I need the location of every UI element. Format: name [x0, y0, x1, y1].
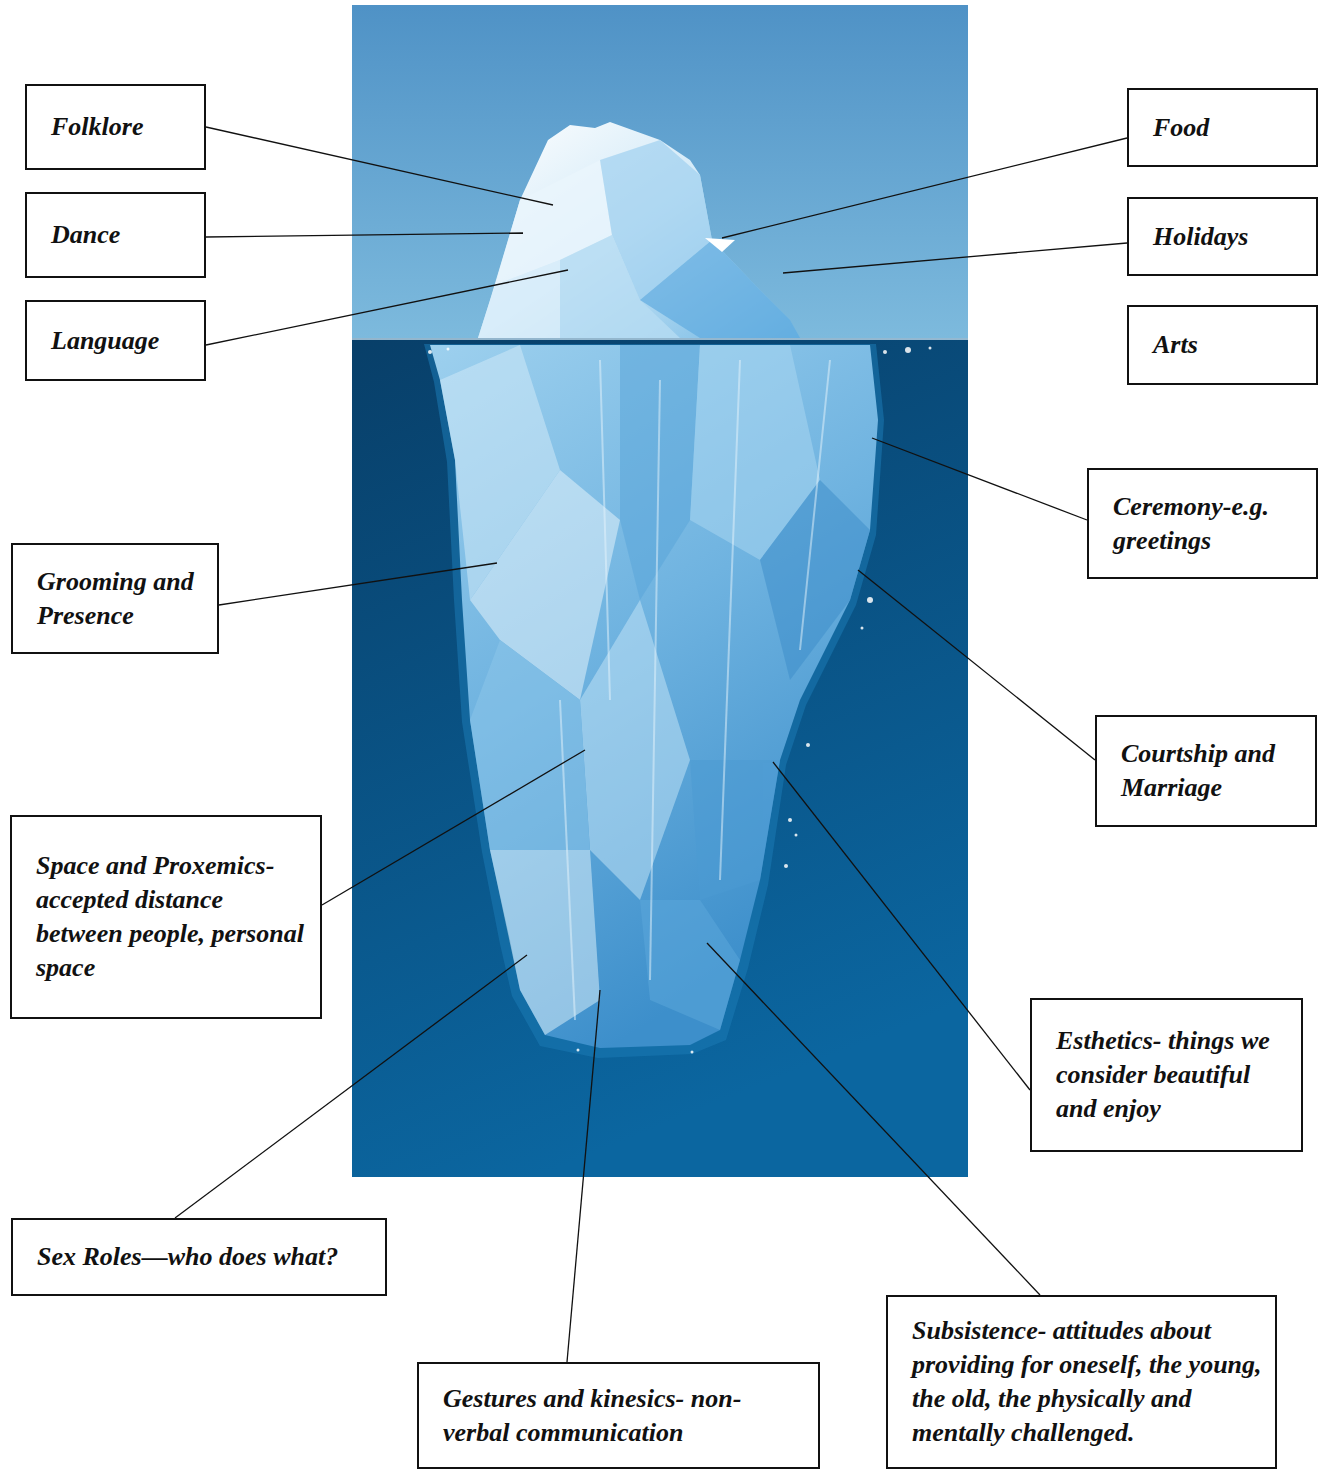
ice-facet	[478, 260, 560, 338]
label-box: Arts	[1127, 305, 1318, 385]
bubbles	[428, 347, 932, 1054]
bubble	[428, 350, 432, 354]
label-box: Esthetics- things we consider beautiful …	[1030, 998, 1303, 1152]
box-label: Gestures and kinesics- non-verbal commun…	[443, 1382, 806, 1450]
ice-facet	[470, 640, 590, 850]
bubble	[577, 1049, 580, 1052]
leader-line	[872, 438, 1087, 520]
box-label: Food	[1153, 111, 1304, 145]
label-box: Courtship and Marriage	[1095, 715, 1317, 827]
leader-line	[206, 127, 553, 205]
iceberg-glow	[424, 344, 884, 1058]
bubble	[806, 743, 810, 747]
tip-facets	[478, 140, 800, 338]
bubble	[788, 818, 792, 822]
ice-streaks	[560, 360, 830, 1020]
ice-facet	[640, 900, 740, 1030]
box-label: Arts	[1153, 328, 1304, 362]
label-box: Grooming and Presence	[11, 543, 219, 654]
box-label: Folklore	[51, 110, 192, 144]
box-label: Holidays	[1153, 220, 1304, 254]
leader-line	[219, 563, 497, 605]
box-label: Sex Roles—who does what?	[37, 1240, 373, 1274]
leader-line	[722, 138, 1127, 238]
label-box: Food	[1127, 88, 1318, 167]
leader-line	[206, 270, 568, 345]
bubble	[883, 350, 887, 354]
bubble	[447, 348, 450, 351]
bubble	[867, 597, 873, 603]
ice-facet	[490, 850, 600, 1035]
bubble	[795, 834, 798, 837]
ice-facet	[640, 240, 800, 338]
iceberg-underwater	[430, 345, 878, 1048]
iceberg-facets	[440, 345, 870, 1035]
bubble	[861, 627, 864, 630]
label-box: Folklore	[25, 84, 206, 170]
bubble	[691, 1051, 694, 1054]
label-box: Dance	[25, 192, 206, 278]
sea-panel	[352, 338, 968, 1177]
ice-facet	[705, 238, 735, 252]
ice-streak	[560, 700, 575, 1020]
label-box: Ceremony-e.g. greetings	[1087, 468, 1318, 579]
label-box: Subsistence- attitudes about providing f…	[886, 1295, 1277, 1469]
leader-line	[783, 243, 1127, 273]
leader-line	[567, 990, 600, 1362]
box-label: Subsistence- attitudes about providing f…	[912, 1314, 1263, 1449]
box-label: Ceremony-e.g. greetings	[1113, 490, 1304, 558]
bubble	[929, 347, 932, 350]
bubble	[784, 864, 788, 868]
box-label: Space and Proxemics- accepted distance b…	[36, 849, 308, 984]
leader-line	[858, 570, 1095, 760]
ice-streak	[800, 360, 830, 650]
box-label: Language	[51, 324, 192, 358]
box-label: Grooming and Presence	[37, 565, 205, 633]
leader-lines	[175, 127, 1127, 1362]
box-label: Dance	[51, 218, 192, 252]
label-box: Holidays	[1127, 197, 1318, 276]
label-box: Gestures and kinesics- non-verbal commun…	[417, 1362, 820, 1469]
label-box: Language	[25, 300, 206, 381]
label-box: Space and Proxemics- accepted distance b…	[10, 815, 322, 1019]
ice-streak	[720, 360, 740, 880]
leader-line	[707, 943, 1040, 1295]
ice-streak	[600, 360, 610, 700]
waterline	[352, 338, 968, 340]
ice-facet	[690, 760, 780, 900]
leader-line	[773, 762, 1030, 1090]
label-box: Sex Roles—who does what?	[11, 1218, 387, 1296]
box-label: Esthetics- things we consider beautiful …	[1056, 1024, 1289, 1125]
ice-streak	[650, 380, 660, 980]
leader-line	[206, 233, 523, 237]
bubble	[905, 347, 911, 353]
box-label: Courtship and Marriage	[1121, 737, 1303, 805]
leader-line	[322, 750, 585, 905]
ice-facet	[580, 600, 690, 900]
sky-panel	[352, 5, 968, 339]
